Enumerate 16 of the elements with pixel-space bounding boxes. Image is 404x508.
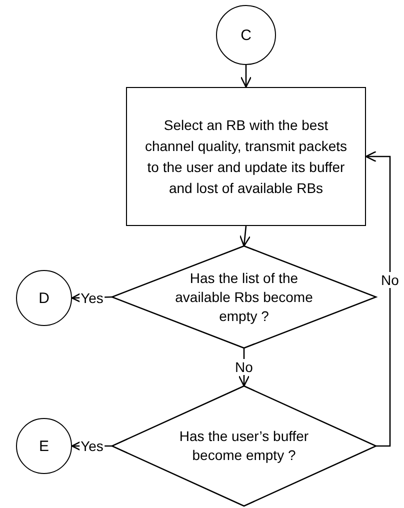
connector-letter: E (38, 436, 49, 456)
edge-label: No (380, 272, 400, 288)
arrow (240, 65, 252, 88)
decision-diamond (112, 246, 376, 348)
decision-diamond (112, 386, 376, 506)
question-text: Has the user’s buffer become empty ? (178, 427, 310, 465)
connector-letter: C (240, 26, 252, 44)
edge-label: Yes (80, 438, 104, 454)
edge-label: No (234, 359, 254, 375)
arrow (365, 150, 391, 447)
process-box (126, 87, 366, 226)
arrow (238, 348, 250, 387)
process-text: Select an RB with the best channel quality, transmit packets to the user and update its buffer and lost of available RBs (144, 116, 348, 198)
arrow (239, 226, 251, 247)
question-text: Has the list of the available Rbs become empty ? (174, 268, 314, 326)
connector-letter: D (38, 288, 50, 308)
